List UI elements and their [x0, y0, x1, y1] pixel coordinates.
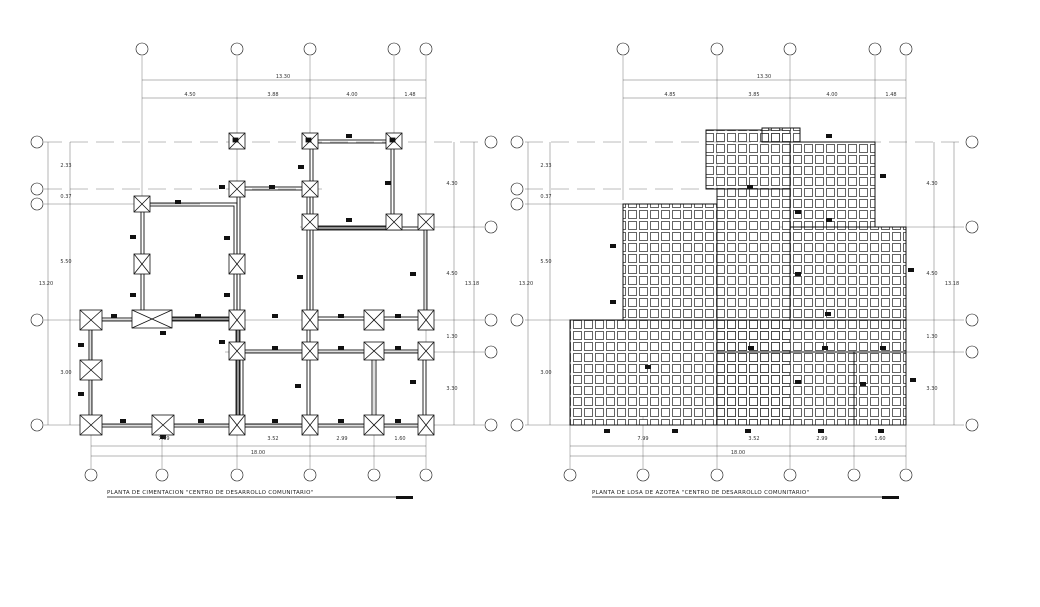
bottom-dimension-3: 2.99	[336, 436, 347, 442]
bottom-dimension-2: 3.52	[748, 436, 759, 442]
top-dimension-1: 4.50	[184, 92, 195, 98]
footing	[133, 195, 151, 213]
bottom-total-dimension: 18.00	[251, 450, 265, 456]
footing	[79, 359, 103, 381]
footing	[417, 341, 435, 361]
top-dimension-1: 4.85	[664, 92, 675, 98]
footing	[301, 414, 319, 436]
footing	[363, 414, 385, 436]
grid-bubbles	[30, 42, 498, 482]
bottom-dimension-4: 1.60	[394, 436, 405, 442]
right-dimension-3: 1.30	[926, 334, 937, 340]
beam-tags	[78, 134, 416, 439]
bottom-dimension-3: 2.99	[816, 436, 827, 442]
top-dimension-4: 1.48	[404, 92, 415, 98]
slab-panel	[569, 319, 718, 426]
right-dimension-4: 3.30	[446, 386, 457, 392]
slab-panel	[716, 351, 855, 426]
top-total-dimension: 13.30	[757, 74, 771, 80]
footing	[301, 309, 319, 331]
left-dimension-1: 2.33	[540, 163, 551, 169]
roof-slab-plan: 13.30 4.85 3.85 4.00 1.48 7.99 3.52 2.99…	[510, 42, 979, 499]
footing	[385, 132, 403, 150]
top-dimension-2: 3.85	[748, 92, 759, 98]
footing	[228, 180, 246, 198]
beam-tags	[604, 134, 916, 433]
footing	[228, 309, 246, 331]
drawing-caption: PLANTA DE LOSA DE AZOTEA "CENTRO DE DESA…	[592, 490, 809, 496]
left-dimension-3: 5.50	[60, 259, 71, 265]
foundation-plan: 13.30 4.50 3.88 4.00 1.48 7.99 3.52 2.99…	[30, 42, 498, 499]
footing	[417, 309, 435, 331]
top-dimension-3: 4.00	[826, 92, 837, 98]
column-footings	[79, 132, 435, 436]
footing	[301, 213, 319, 231]
footing	[301, 132, 319, 150]
slab-panel	[853, 351, 907, 426]
footing	[228, 253, 246, 275]
left-dimension-3: 5.50	[540, 259, 551, 265]
scale-bar	[882, 496, 899, 499]
top-total-dimension: 13.30	[276, 74, 290, 80]
footing	[363, 309, 385, 331]
right-dimension-2: 4.50	[926, 271, 937, 277]
top-dimension-2: 3.88	[267, 92, 278, 98]
left-dimension-2: 0.37	[540, 194, 551, 200]
footing	[228, 132, 246, 150]
footing	[228, 414, 246, 436]
right-dimension-4: 3.30	[926, 386, 937, 392]
left-dimension-4: 3.00	[540, 370, 551, 376]
bottom-dimension-2: 3.52	[267, 436, 278, 442]
top-dimension-4: 1.48	[885, 92, 896, 98]
bottom-total-dimension: 18.00	[731, 450, 745, 456]
right-dimension-1: 4.30	[926, 181, 937, 187]
footing	[417, 414, 435, 436]
right-total-dimension: 13.18	[945, 281, 959, 287]
left-total-dimension: 13.20	[519, 281, 533, 287]
right-dimension-1: 4.30	[446, 181, 457, 187]
footing	[151, 414, 175, 436]
footing	[385, 213, 403, 231]
right-total-dimension: 13.18	[465, 281, 479, 287]
left-total-dimension: 13.20	[39, 281, 53, 287]
footing	[79, 414, 103, 436]
drawing-caption: PLANTA DE CIMENTACION "CENTRO DE DESARRO…	[107, 490, 314, 496]
right-dimension-3: 1.30	[446, 334, 457, 340]
slab-panel	[789, 141, 876, 228]
scale-bar	[396, 496, 413, 499]
bottom-dimension-4: 1.60	[874, 436, 885, 442]
footing	[79, 309, 103, 331]
footing	[301, 180, 319, 198]
slab-panel	[716, 319, 907, 353]
footing	[363, 341, 385, 361]
footing	[301, 341, 319, 361]
slab-panels	[569, 127, 907, 426]
footing	[131, 309, 173, 329]
grid-bubbles	[510, 42, 979, 482]
footing	[228, 341, 246, 361]
left-dimension-1: 2.33	[60, 163, 71, 169]
footing	[133, 253, 151, 275]
footing	[417, 213, 435, 231]
left-dimension-4: 3.00	[60, 370, 71, 376]
slab-panel	[789, 226, 907, 321]
dimension-lines	[527, 79, 955, 457]
slab-panel	[761, 127, 801, 143]
slab-panel	[622, 203, 718, 321]
bottom-dimension-1: 7.99	[637, 436, 648, 442]
bottom-dimension-1: 7.99	[158, 436, 169, 442]
top-dimension-3: 4.00	[346, 92, 357, 98]
right-dimension-2: 4.50	[446, 271, 457, 277]
dimension-lines	[47, 79, 475, 457]
left-dimension-2: 0.37	[60, 194, 71, 200]
